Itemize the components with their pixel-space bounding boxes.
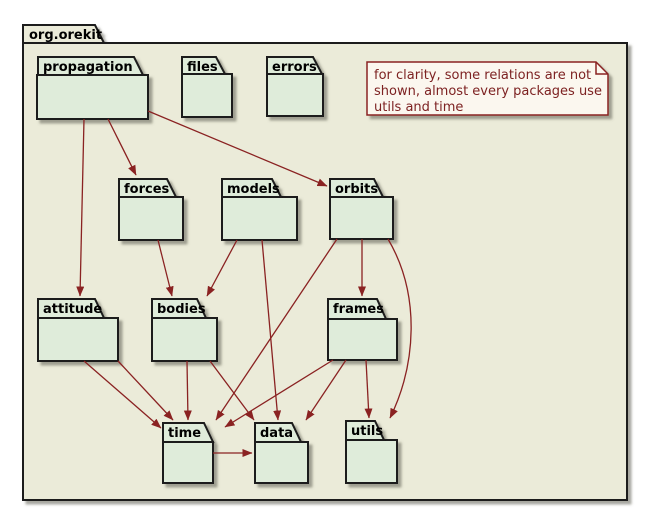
package-time-tab bbox=[162, 422, 215, 443]
package-data-label: data bbox=[260, 426, 293, 441]
edge-models-to-bodies bbox=[206, 239, 238, 297]
package-files-tab bbox=[181, 56, 227, 75]
package-files-body bbox=[181, 73, 233, 118]
package-attitude: attitude bbox=[37, 298, 119, 362]
package-frames: frames bbox=[327, 298, 398, 361]
package-bodies-tab bbox=[151, 298, 208, 319]
package-attitude-label: attitude bbox=[43, 302, 102, 317]
package-files: files bbox=[181, 56, 233, 118]
edge-attitude-to-time bbox=[117, 360, 174, 421]
package-orbits: orbits bbox=[329, 178, 394, 240]
dependency-edges bbox=[76, 110, 412, 457]
package-errors-body bbox=[266, 73, 324, 117]
package-forces-tab bbox=[118, 178, 178, 198]
package-utils-body bbox=[345, 439, 398, 484]
edge-bodies-to-data bbox=[209, 360, 255, 421]
edge-propagation-to-forces bbox=[107, 118, 137, 176]
package-frames-tab bbox=[327, 298, 388, 320]
package-utils-label: utils bbox=[351, 424, 383, 439]
package-models-body bbox=[221, 196, 298, 241]
package-orbits-tab bbox=[329, 178, 385, 198]
edge-orbits-to-utils bbox=[387, 238, 412, 419]
edge-forces-to-bodies bbox=[157, 239, 174, 297]
note-body bbox=[366, 61, 609, 116]
package-orbits-label: orbits bbox=[335, 182, 378, 197]
package-propagation: propagation bbox=[36, 56, 149, 120]
package-files-label: files bbox=[187, 60, 218, 75]
package-time-label: time bbox=[168, 426, 201, 441]
outer-package-tab bbox=[22, 24, 106, 44]
package-errors-label: errors bbox=[272, 60, 317, 75]
edge-bodies-to-time bbox=[183, 360, 192, 421]
package-models-tab bbox=[221, 178, 283, 198]
package-orbits-body bbox=[329, 196, 394, 240]
edge-propagation-to-attitude bbox=[76, 118, 85, 297]
package-errors: errors bbox=[266, 56, 324, 117]
package-forces: forces bbox=[118, 178, 184, 241]
edge-frames-to-utils bbox=[364, 359, 373, 419]
package-bodies: bodies bbox=[151, 298, 218, 362]
edge-attitude-to-time-2 bbox=[83, 360, 162, 429]
package-models: models bbox=[221, 178, 298, 241]
package-data: data bbox=[254, 422, 309, 484]
package-forces-body bbox=[118, 196, 184, 241]
edge-frames-to-time bbox=[224, 359, 334, 428]
package-time-body bbox=[162, 441, 214, 484]
package-utils-tab bbox=[345, 420, 386, 441]
edge-propagation-to-orbits bbox=[147, 110, 328, 187]
package-errors-tab bbox=[266, 56, 324, 75]
package-propagation-body bbox=[36, 74, 149, 120]
package-attitude-tab bbox=[37, 298, 106, 319]
note-fold-corner-icon bbox=[595, 62, 608, 75]
edge-models-to-data bbox=[261, 239, 282, 421]
package-forces-label: forces bbox=[124, 182, 170, 197]
package-bodies-body bbox=[151, 317, 218, 362]
outer-package-title: org.orekit bbox=[29, 28, 102, 43]
package-data-tab bbox=[254, 422, 303, 443]
package-data-body bbox=[254, 441, 309, 484]
package-time: time bbox=[162, 422, 215, 484]
package-attitude-body bbox=[37, 317, 119, 362]
package-frames-body bbox=[327, 318, 398, 361]
edge-orbits-to-time bbox=[215, 238, 338, 421]
edge-frames-to-data bbox=[305, 359, 347, 421]
package-propagation-label: propagation bbox=[43, 60, 133, 75]
package-utils: utils bbox=[345, 420, 398, 484]
package-models-label: models bbox=[227, 182, 280, 197]
package-frames-label: frames bbox=[333, 302, 384, 317]
package-bodies-label: bodies bbox=[157, 302, 206, 317]
package-propagation-tab bbox=[37, 56, 145, 76]
